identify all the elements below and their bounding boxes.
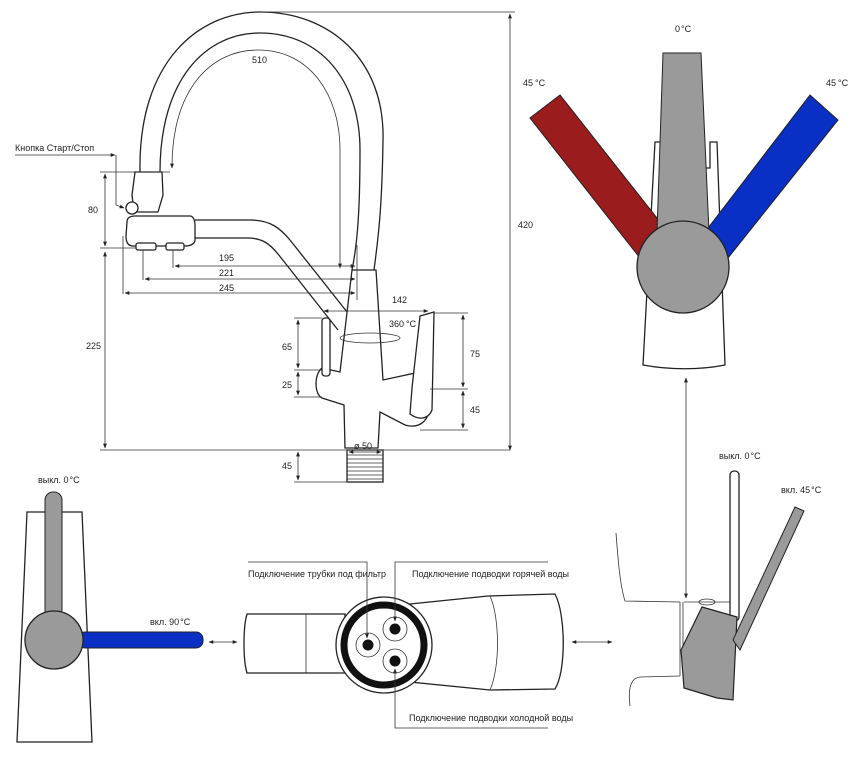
connections-body-left bbox=[243, 613, 346, 674]
filter-lever-hub bbox=[24, 610, 84, 670]
swivel-ring bbox=[339, 332, 401, 344]
hot-lever bbox=[529, 94, 669, 259]
left-handle-lower-label: 25 bbox=[282, 380, 292, 390]
neutral-lever bbox=[656, 52, 710, 233]
lever-hub bbox=[636, 220, 730, 314]
filter-lever-view: выкл. 0°C вкл. 90°C bbox=[16, 475, 238, 743]
top-view: 0°C 45°C 45°C bbox=[523, 24, 849, 599]
connections-view: Подключение трубки под фильтр Подключени… bbox=[243, 561, 613, 729]
total-height-label: 420 bbox=[518, 220, 533, 230]
side-on-label: вкл. 45°C bbox=[781, 485, 822, 495]
side-view: 510 Кнопка Старт/Стоп bbox=[15, 11, 533, 483]
cold-lever bbox=[704, 94, 839, 259]
thread-length-label: 45 bbox=[282, 461, 292, 471]
reach-221-label: 221 bbox=[219, 268, 234, 278]
filter-tube-label: Подключение трубки под фильтр bbox=[248, 569, 386, 579]
cold-port bbox=[389, 655, 401, 667]
cold-water-label: Подключение подводки холодной воды bbox=[409, 713, 573, 723]
spout-inner bbox=[159, 32, 361, 271]
reach-195-label: 195 bbox=[219, 253, 234, 263]
connections-body-right bbox=[409, 593, 564, 691]
side-off-label: выкл. 0°C bbox=[719, 451, 761, 461]
sink-outline-bottom bbox=[628, 675, 681, 707]
side-lever-body bbox=[680, 606, 738, 701]
spout-length-label: 510 bbox=[252, 55, 267, 65]
base-height-label: 225 bbox=[86, 341, 101, 351]
filter-port bbox=[362, 639, 374, 651]
outlet-nozzle-1 bbox=[135, 242, 157, 251]
start-stop-label: Кнопка Старт/Стоп bbox=[15, 143, 94, 153]
filter-tube-lower bbox=[195, 237, 339, 331]
top-center-label: 0°C bbox=[675, 24, 692, 34]
base-diameter-label: ø 50 bbox=[354, 441, 372, 451]
start-stop-button bbox=[125, 201, 139, 215]
top-left-label: 45°C bbox=[523, 78, 546, 88]
connections-body-right-seam bbox=[489, 595, 498, 691]
hot-water-leader bbox=[393, 561, 548, 622]
start-stop-leader-down bbox=[115, 155, 125, 209]
faucet-body bbox=[315, 269, 431, 449]
sink-outline-top bbox=[615, 532, 681, 603]
filter-tube-leader bbox=[248, 561, 369, 639]
filter-lever-on bbox=[77, 631, 204, 649]
hot-water-label: Подключение подводки горячей воды bbox=[412, 569, 569, 579]
handle-spacing-label: 142 bbox=[392, 295, 407, 305]
filter-off-label: выкл. 0°C bbox=[38, 475, 80, 485]
left-handle bbox=[321, 317, 331, 377]
top-right-label: 45°C bbox=[826, 78, 849, 88]
filter-port-ring bbox=[355, 632, 381, 658]
deck-nut bbox=[698, 598, 716, 606]
filter-tube bbox=[195, 219, 356, 323]
threaded-base bbox=[346, 449, 384, 483]
rotation-label: 360°C bbox=[389, 319, 417, 329]
left-handle-upper-label: 65 bbox=[282, 342, 292, 352]
filter-outlet-body bbox=[125, 215, 196, 247]
filter-on-label: вкл. 90°C bbox=[150, 617, 191, 627]
button-height-label: 80 bbox=[88, 205, 98, 215]
side-lever-on bbox=[732, 506, 805, 652]
right-handle bbox=[409, 311, 435, 419]
right-handle-upper-label: 75 bbox=[470, 349, 480, 359]
spout-dimension-arc bbox=[170, 49, 342, 269]
spout-outer bbox=[139, 11, 384, 271]
right-handle-lower-label: 45 bbox=[470, 405, 480, 415]
side-lever-off bbox=[729, 470, 740, 622]
outlet-nozzle-2 bbox=[165, 242, 185, 251]
cold-water-leader bbox=[393, 668, 548, 729]
side-lever-view: выкл. 0°C вкл. 45°C bbox=[615, 451, 822, 707]
connector-housing-ring bbox=[340, 601, 428, 689]
hot-port bbox=[389, 623, 401, 635]
connector-housing-outer bbox=[335, 596, 433, 694]
reach-245-label: 245 bbox=[219, 283, 234, 293]
